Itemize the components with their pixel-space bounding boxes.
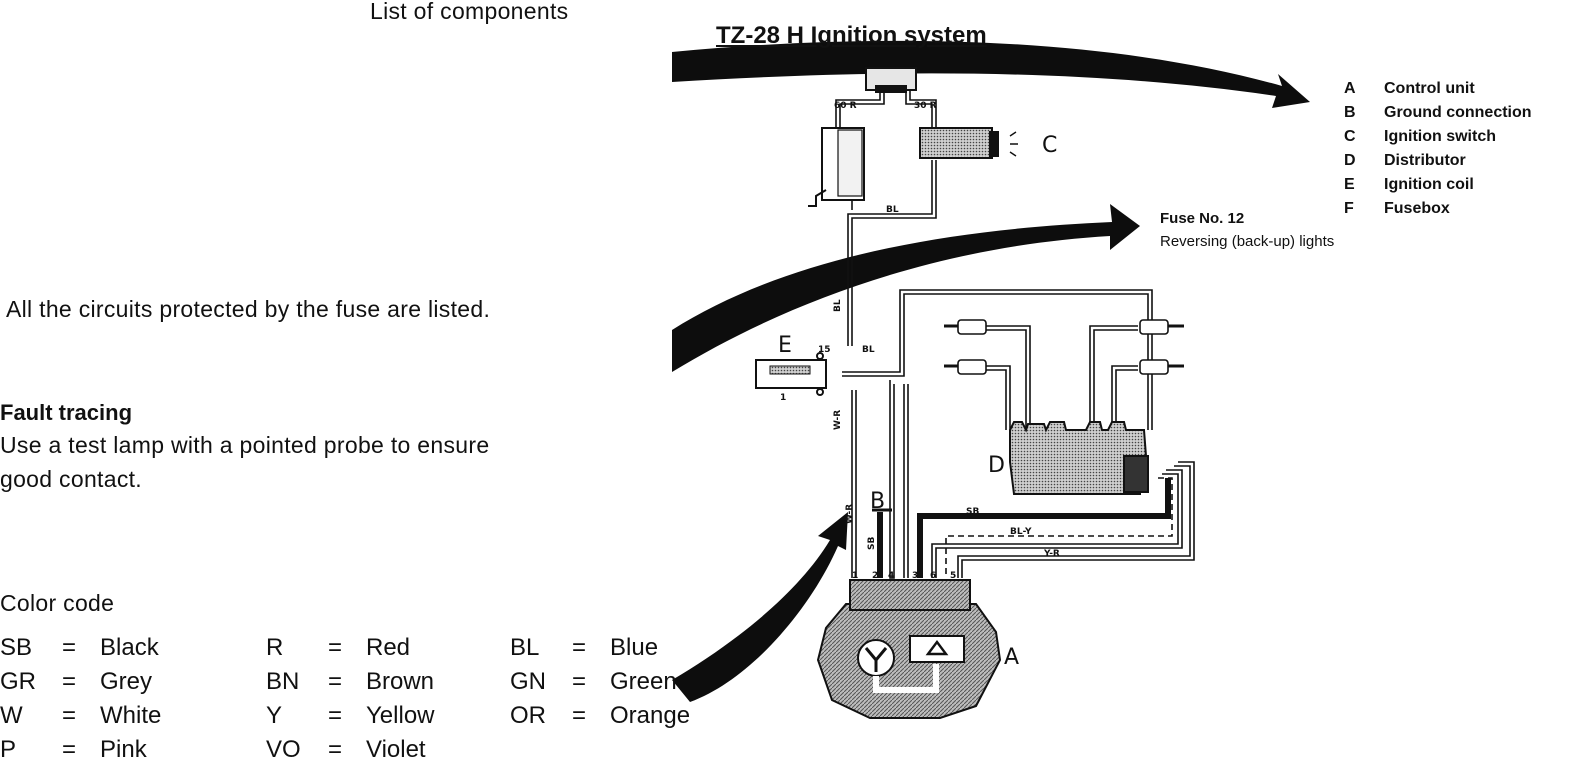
wire-tag-bl-1: BL (886, 205, 899, 215)
wire-tag-wr-2: W-R (845, 504, 855, 524)
terminal-1: 1 (780, 393, 786, 403)
fuse-title: Fuse No. 12 (1160, 210, 1245, 227)
wire-tag-wr-1: W-R (833, 410, 843, 430)
wire-tag-sb-2: SB (966, 507, 979, 517)
label-d: D (988, 453, 1005, 478)
color-code-entry: BN=Brown (266, 668, 435, 695)
diagram-title: TZ-28 H Ignition system (716, 22, 987, 49)
label-a: A (1004, 645, 1019, 670)
color-code-entry: OR=Orange (510, 702, 691, 729)
pointer-arrow-color-code (672, 512, 848, 702)
wire-tag-bl-3: BL (862, 345, 875, 355)
label-b: B (870, 489, 885, 514)
label-c: C (1042, 133, 1057, 158)
fusebox (865, 67, 917, 93)
color-code-entry: BL=Blue (510, 634, 659, 661)
spark-plugs (944, 319, 1184, 375)
pin-1: 1 (852, 571, 858, 581)
terminal-15: 15 (818, 345, 831, 355)
color-code-entry: R=Red (266, 634, 411, 661)
ignition-coil (755, 352, 827, 396)
color-code-entry: Y=Yellow (266, 702, 435, 729)
ignition-switch (808, 127, 1018, 207)
pin-3: 3 (912, 571, 918, 581)
distributor (1009, 421, 1149, 495)
list-title: List of components (370, 0, 569, 24)
pin-2: 2 (872, 571, 878, 581)
color-code-entry: GR=Grey (0, 668, 153, 695)
wire-tag-60r: 60 R (834, 101, 857, 111)
circuits-note: All the circuits protected by the fuse a… (6, 296, 491, 322)
fault-tracing-line-2: good contact. (0, 466, 143, 492)
wire-tag-y-r: Y-R (1043, 549, 1060, 559)
wire-tag-sb-1: SB (867, 537, 877, 550)
color-code-entry: P=Pink (0, 736, 147, 763)
color-code-entry: VO=Violet (266, 736, 426, 763)
pin-6: 6 (930, 571, 936, 581)
fault-tracing-line-1: Use a test lamp with a pointed probe to … (0, 432, 490, 458)
color-code-entry: W=White (0, 702, 162, 729)
wire-sb (917, 478, 1171, 578)
wiring (835, 90, 1195, 579)
pointer-arrow-fuse (672, 204, 1140, 372)
pin-4: 4 (888, 571, 894, 581)
fuse-description: Reversing (back-up) lights (1160, 233, 1335, 250)
wire-tag-30r: 30 R (914, 101, 937, 111)
wire-tag-bl-2: BL (833, 299, 843, 312)
label-e: E (778, 333, 792, 358)
color-code-entry: SB=Black (0, 634, 159, 661)
wire-tag-bl-y: BL-Y (1010, 527, 1032, 537)
pointer-arrow-components (672, 40, 1310, 108)
control-unit (816, 579, 1002, 719)
color-code-title: Color code (0, 590, 115, 616)
fault-tracing-title: Fault tracing (0, 400, 133, 425)
pin-5: 5 (950, 571, 956, 581)
color-code-entry: GN=Green (510, 668, 677, 695)
